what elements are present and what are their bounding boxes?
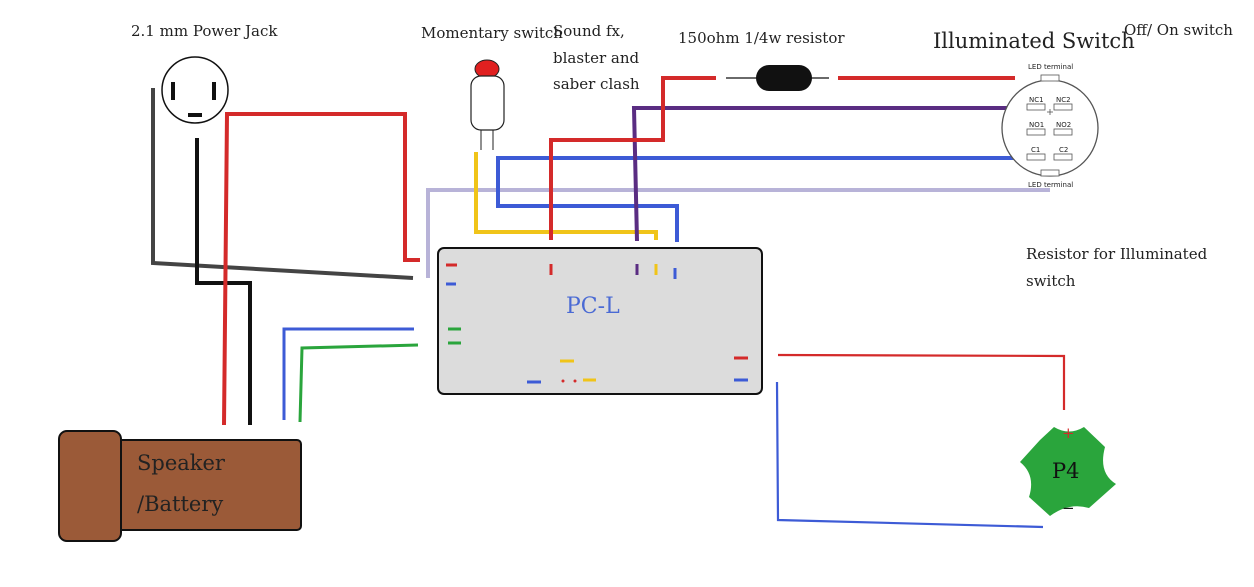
speaker-label: Speaker: [137, 451, 225, 475]
sound-fx-line-1: Sound fx,: [553, 22, 625, 40]
board-pads: [446, 263, 748, 384]
resistor-150-label: 150ohm 1/4w resistor: [678, 29, 845, 47]
momentary-switch: [470, 59, 505, 150]
switch-no1: NO1: [1029, 121, 1045, 129]
switch-c1: C1: [1031, 146, 1041, 154]
led-plus: +: [1062, 424, 1075, 442]
wire-red-led: [777, 353, 1066, 410]
wire-blue-switch: [496, 156, 1024, 242]
resistor-note-line-2: switch: [1026, 272, 1076, 290]
wire-green-speaker: [298, 343, 419, 423]
switch-led-terminal-bottom: LED terminal: [1028, 181, 1074, 189]
led-label: P4: [1052, 459, 1080, 483]
resistor-150-body: [756, 65, 812, 91]
illuminated-switch-label: Illuminated Switch: [933, 29, 1135, 53]
wire-gray-ground: [151, 88, 414, 280]
illuminated-switch-body: [1001, 74, 1099, 177]
switch-c2: C2: [1059, 146, 1069, 154]
pcl-board: [437, 247, 763, 395]
switch-led-terminal-top: LED terminal: [1028, 63, 1074, 71]
wire-purple: [631, 106, 1012, 242]
power-jack: [161, 56, 229, 124]
wire-yellow: [474, 152, 658, 240]
switch-no2: NO2: [1056, 121, 1072, 129]
board-label: PC-L: [566, 294, 620, 319]
momentary-switch-label: Momentary switch: [421, 24, 563, 42]
switch-nc1: NC1: [1029, 96, 1044, 104]
wire-red-resistor: [549, 76, 716, 240]
wire-blue-speaker: [282, 327, 414, 420]
switch-nc2: NC2: [1056, 96, 1071, 104]
wire-blue-led: [775, 381, 1044, 529]
led-star: [1020, 427, 1116, 516]
off-on-switch-label: Off/ On switch: [1124, 21, 1233, 39]
wire-lilac: [426, 188, 1050, 278]
speaker-battery: [58, 430, 302, 542]
battery-label: /Battery: [137, 492, 224, 516]
wire-red-power: [222, 112, 420, 426]
sound-fx-line-2: blaster and: [553, 49, 640, 67]
resistor-note-line-1: Resistor for Illuminated: [1026, 245, 1208, 263]
power-jack-label: 2.1 mm Power Jack: [131, 22, 278, 40]
led-minus: −: [1062, 499, 1075, 517]
sound-fx-line-3: saber clash: [553, 75, 640, 93]
